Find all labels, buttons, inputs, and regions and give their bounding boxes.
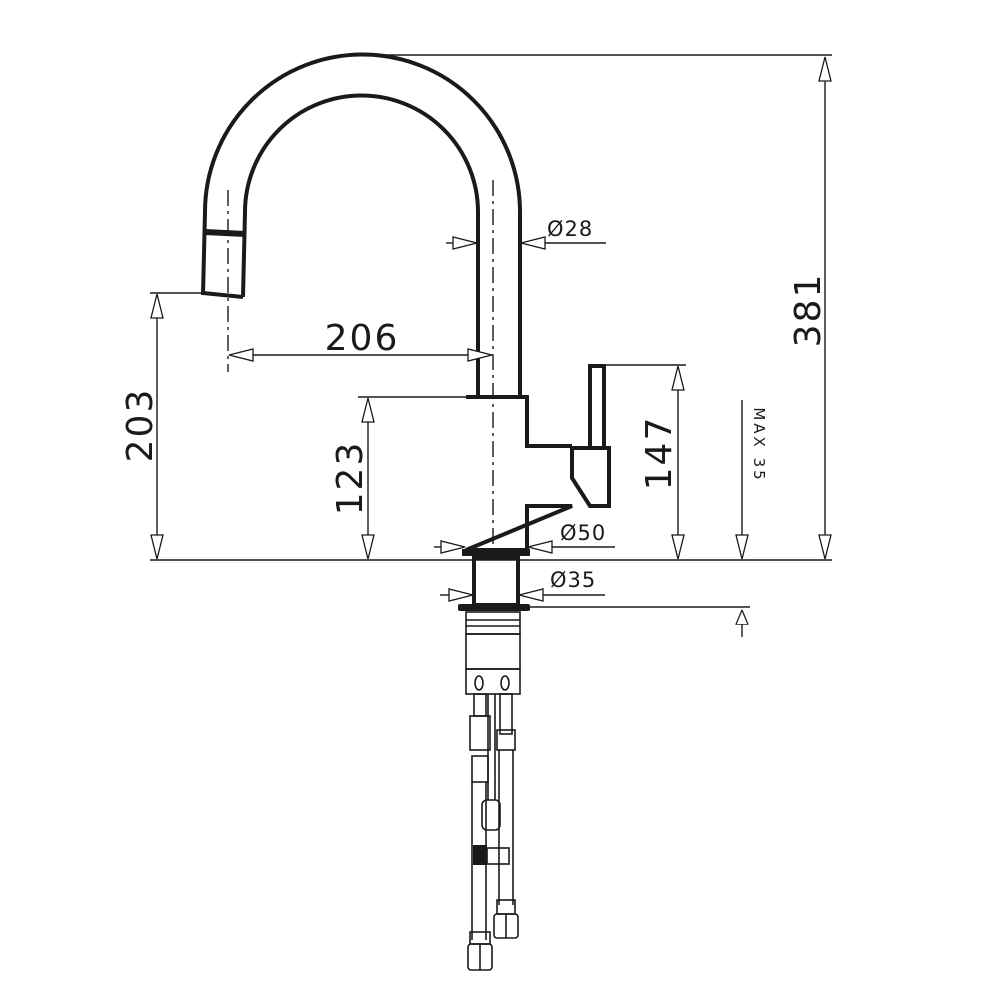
- dimension-body-diameter: Ø50: [434, 521, 615, 554]
- spray-head-joint: [204, 229, 246, 237]
- base-ring: [462, 549, 530, 556]
- dimension-max-deck: MAX 35: [735, 400, 768, 637]
- connector-assembly: [465, 611, 521, 695]
- dimension-shank-diameter: Ø35: [440, 568, 605, 602]
- shank-diameter-label: Ø35: [550, 568, 596, 592]
- dimension-total-height: 381: [788, 56, 832, 560]
- faucet-outline: [201, 52, 611, 971]
- total-height-label: 381: [788, 273, 829, 348]
- supply-hoses: [467, 693, 519, 971]
- spout-inner: [241, 93, 480, 397]
- shank: [472, 556, 520, 607]
- extension-lines: [150, 54, 832, 608]
- dimension-lever-height: 147: [639, 365, 685, 560]
- dimension-spout-diameter: Ø28: [446, 217, 606, 250]
- spray-head-end: [202, 291, 244, 299]
- lever-block: [570, 446, 611, 508]
- dimension-body-height: 123: [330, 397, 375, 560]
- dimension-spout-height: 203: [120, 293, 164, 560]
- spout-outer: [201, 52, 522, 397]
- spout-diameter-label: Ø28: [547, 217, 593, 241]
- lever-height-label: 147: [639, 416, 680, 491]
- body-height-label: 123: [330, 441, 371, 516]
- lever-handle: [588, 364, 606, 450]
- spout-height-label: 203: [120, 388, 161, 463]
- max-deck-label: MAX 35: [750, 407, 768, 482]
- mounting-ring: [458, 604, 530, 611]
- dimension-spout-reach: 206: [228, 318, 493, 362]
- faucet-body: [465, 395, 573, 552]
- body-diameter-label: Ø50: [560, 521, 606, 545]
- spout-reach-label: 206: [325, 318, 400, 359]
